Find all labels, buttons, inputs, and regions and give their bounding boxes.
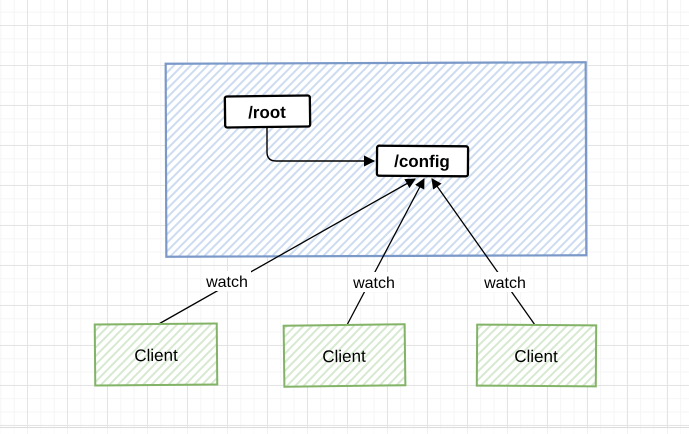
- node-root-label: /root: [248, 103, 286, 122]
- node-config-label: /config: [394, 152, 450, 171]
- edge-watch-2-line[interactable]: [346, 178, 425, 326]
- node-root-box[interactable]: [223, 94, 312, 129]
- edge-watch-2-label[interactable]: watch: [352, 275, 395, 292]
- edge-watch-3[interactable]: watch: [431, 178, 536, 326]
- edge-watch-2[interactable]: watch: [346, 178, 425, 326]
- edge-watch-3-label-bg: [481, 272, 529, 292]
- page-boundary: [0, 427, 689, 434]
- node-client-1-box[interactable]: [93, 322, 219, 387]
- edge-root-to-config[interactable]: [266, 128, 376, 167]
- node-client-2-label: Client: [322, 347, 366, 367]
- node-client-3-box[interactable]: [475, 323, 598, 388]
- node-client-1-label: Client: [134, 346, 178, 365]
- edge-watch-1[interactable]: watch: [156, 178, 416, 326]
- node-client-3-label: Client: [514, 347, 558, 366]
- node-client-2[interactable]: Client: [282, 323, 407, 388]
- edge-watch-3-line[interactable]: [431, 178, 536, 326]
- node-root[interactable]: /root: [223, 94, 312, 129]
- node-client-2-box[interactable]: [282, 323, 407, 388]
- node-client-3[interactable]: Client: [475, 323, 598, 388]
- edge-watch-3-label[interactable]: watch: [483, 275, 526, 292]
- edge-watch-2-label-bg: [350, 272, 398, 292]
- node-config[interactable]: /config: [375, 144, 470, 178]
- edge-watch-1-label[interactable]: watch: [205, 274, 248, 291]
- edge-watch-1-line[interactable]: [156, 178, 416, 326]
- node-client-1[interactable]: Client: [93, 322, 219, 387]
- edge-watch-1-label-bg: [203, 271, 251, 291]
- node-config-box[interactable]: [375, 144, 470, 178]
